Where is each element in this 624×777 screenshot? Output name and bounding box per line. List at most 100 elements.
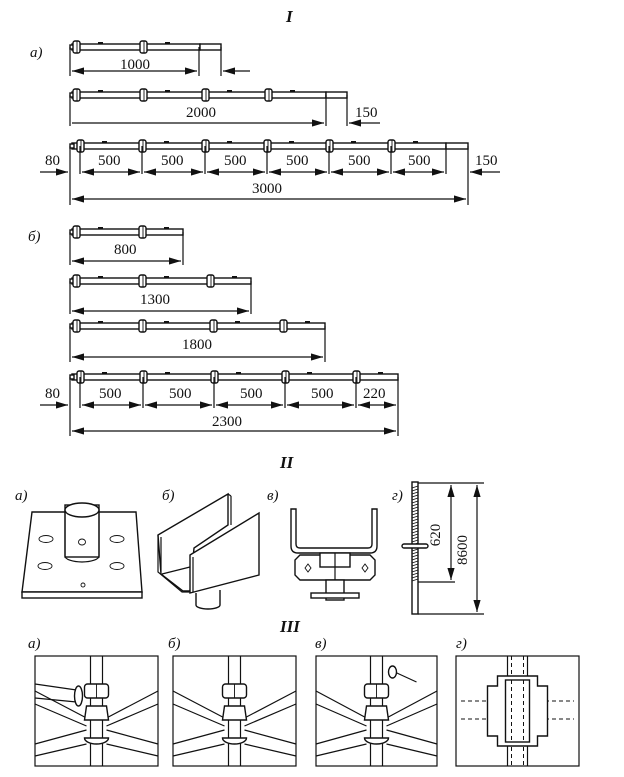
thread-line xyxy=(411,563,419,567)
pipe xyxy=(69,40,201,54)
section-title-2: II xyxy=(279,453,295,472)
dim-seg-b-4: 220 xyxy=(363,386,386,402)
thread-line xyxy=(411,497,419,501)
dim-150-a: 150 xyxy=(355,105,378,121)
pipe xyxy=(69,139,447,153)
pin xyxy=(290,90,295,92)
dim-3000: 3000 xyxy=(252,181,282,197)
dim-seg-a-5: 500 xyxy=(408,153,431,169)
pin xyxy=(232,276,237,278)
thread-line xyxy=(411,533,419,537)
pin xyxy=(164,321,169,323)
pin xyxy=(235,321,240,323)
pipe xyxy=(69,88,327,102)
dim-8600: 8600 xyxy=(455,535,471,565)
pin xyxy=(98,42,103,44)
dim-seg-a-0: 500 xyxy=(98,153,121,169)
part-b-label: б) xyxy=(162,488,175,504)
cup-lock xyxy=(72,319,81,333)
pin xyxy=(289,141,294,143)
dim-80-b: 80 xyxy=(45,386,60,402)
dim-seg-a-2: 500 xyxy=(224,153,247,169)
dim-seg-b-1: 500 xyxy=(169,386,192,402)
thread-line xyxy=(411,509,419,513)
group-a-label: а) xyxy=(30,45,43,61)
pin xyxy=(98,321,103,323)
thread-line xyxy=(411,569,419,573)
thread-line xyxy=(411,521,419,525)
pin xyxy=(98,276,103,278)
node-frame xyxy=(455,655,580,767)
joint xyxy=(221,705,248,721)
node-d xyxy=(455,655,580,767)
cup-lock xyxy=(72,88,81,102)
pipe-body xyxy=(71,91,327,99)
cup-lock xyxy=(279,319,288,333)
section-title-1: I xyxy=(285,7,294,26)
lower-cup xyxy=(221,737,248,745)
thread-line xyxy=(411,512,419,516)
thread-line xyxy=(411,548,419,552)
thread-line xyxy=(411,554,419,558)
pin xyxy=(102,372,107,374)
pipe-body xyxy=(71,43,201,51)
base-plate-drawing xyxy=(21,502,143,599)
dim-1000: 1000 xyxy=(120,57,150,73)
pin xyxy=(227,141,232,143)
pin xyxy=(102,141,107,143)
pipe-body xyxy=(71,228,184,236)
pipe xyxy=(69,370,399,384)
pipe xyxy=(69,274,252,288)
part-a-label: а) xyxy=(15,488,28,504)
lower-cup xyxy=(83,737,110,745)
node-frame xyxy=(315,655,438,767)
section-title-3: III xyxy=(279,617,301,636)
pin xyxy=(307,372,312,374)
node-a xyxy=(34,655,159,767)
pin xyxy=(164,227,169,229)
dim-seg-b-2: 500 xyxy=(240,386,263,402)
thread-line xyxy=(411,491,419,495)
pipe xyxy=(69,319,326,333)
pipe-body xyxy=(71,277,252,285)
thread-line xyxy=(411,560,419,564)
cup-lock xyxy=(139,40,148,54)
ledger-blade xyxy=(73,685,84,707)
thread-line xyxy=(411,530,419,534)
thread-line xyxy=(411,500,419,504)
node-b-label: б) xyxy=(168,636,181,652)
adjustable-u-head-drawing xyxy=(290,508,378,601)
joint xyxy=(363,705,390,721)
thread-line xyxy=(411,578,419,582)
pin xyxy=(378,372,383,374)
thread-line xyxy=(411,524,419,528)
dim-seg-b-3: 500 xyxy=(311,386,334,402)
thread-line xyxy=(411,557,419,561)
group-b-label: б) xyxy=(28,229,41,245)
node-c xyxy=(315,655,438,767)
thread-line xyxy=(411,536,419,540)
dim-seg-a-1: 500 xyxy=(161,153,184,169)
dim-1800: 1800 xyxy=(182,337,212,353)
pin xyxy=(98,227,103,229)
pin xyxy=(165,42,170,44)
u-head-drawing xyxy=(157,492,260,610)
part-d-label: г) xyxy=(392,488,403,504)
part-c-label: в) xyxy=(267,488,279,504)
node-a-label: а) xyxy=(28,636,41,652)
pipe xyxy=(69,225,184,239)
pin xyxy=(98,90,103,92)
dim-seg-a-3: 500 xyxy=(286,153,309,169)
pipe-body xyxy=(71,373,399,381)
cup-lock xyxy=(72,40,81,54)
cup-lock xyxy=(72,225,81,239)
cup-lock xyxy=(138,274,147,288)
thread-line xyxy=(411,515,419,519)
thread-line xyxy=(411,566,419,570)
pin xyxy=(227,90,232,92)
dim-80-a: 80 xyxy=(45,153,60,169)
cup-lock xyxy=(209,319,218,333)
thread-line xyxy=(411,503,419,507)
pin xyxy=(164,276,169,278)
thread-line xyxy=(411,572,419,576)
